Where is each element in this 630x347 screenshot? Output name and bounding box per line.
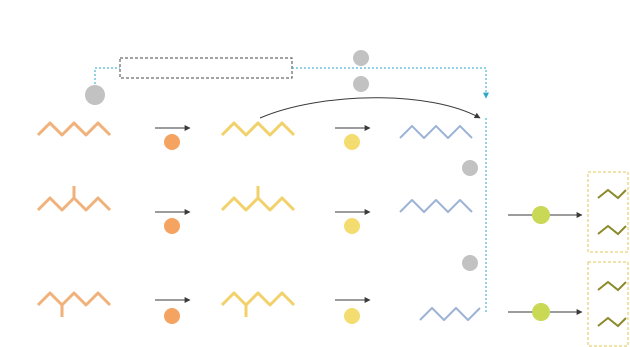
product-box-2 bbox=[587, 261, 629, 347]
chain-row1-alkene bbox=[220, 121, 296, 137]
step-circle-top-1 bbox=[353, 50, 369, 66]
chain-row1-ion bbox=[399, 125, 473, 139]
step-circle-row2-b bbox=[344, 218, 360, 234]
step-circle-row3-a bbox=[164, 308, 180, 324]
top-loop-line-right bbox=[292, 67, 489, 99]
product-chain-1b bbox=[597, 224, 627, 236]
step-circle-mid-2 bbox=[462, 255, 478, 271]
product-chain-1a bbox=[597, 188, 627, 200]
chain-row3-alkane bbox=[36, 291, 112, 307]
chain-row2-ion bbox=[399, 199, 473, 213]
step-circle-left bbox=[85, 85, 105, 105]
chain-row1-alkane bbox=[36, 121, 112, 137]
product-chain-2a bbox=[597, 280, 627, 292]
step-circle-top-2 bbox=[353, 76, 369, 92]
top-loop-line bbox=[94, 67, 120, 92]
curved-arrow bbox=[259, 97, 481, 119]
top-dashed-box bbox=[119, 57, 293, 79]
step-circle-mid-1 bbox=[462, 160, 478, 176]
chain-row2-alkane bbox=[36, 196, 112, 212]
chain-row2-alkene bbox=[220, 196, 296, 212]
step-circle-right-1 bbox=[532, 206, 550, 224]
step-circle-row1-b bbox=[344, 134, 360, 150]
chain-row3-alkene bbox=[220, 291, 296, 307]
step-circle-row3-b bbox=[344, 308, 360, 324]
step-circle-row1-a bbox=[164, 134, 180, 150]
chain-row3-ion bbox=[419, 307, 481, 321]
step-circle-right-2 bbox=[532, 303, 550, 321]
step-circle-row2-a bbox=[164, 218, 180, 234]
product-chain-2b bbox=[597, 316, 627, 328]
product-box-1 bbox=[587, 171, 629, 253]
